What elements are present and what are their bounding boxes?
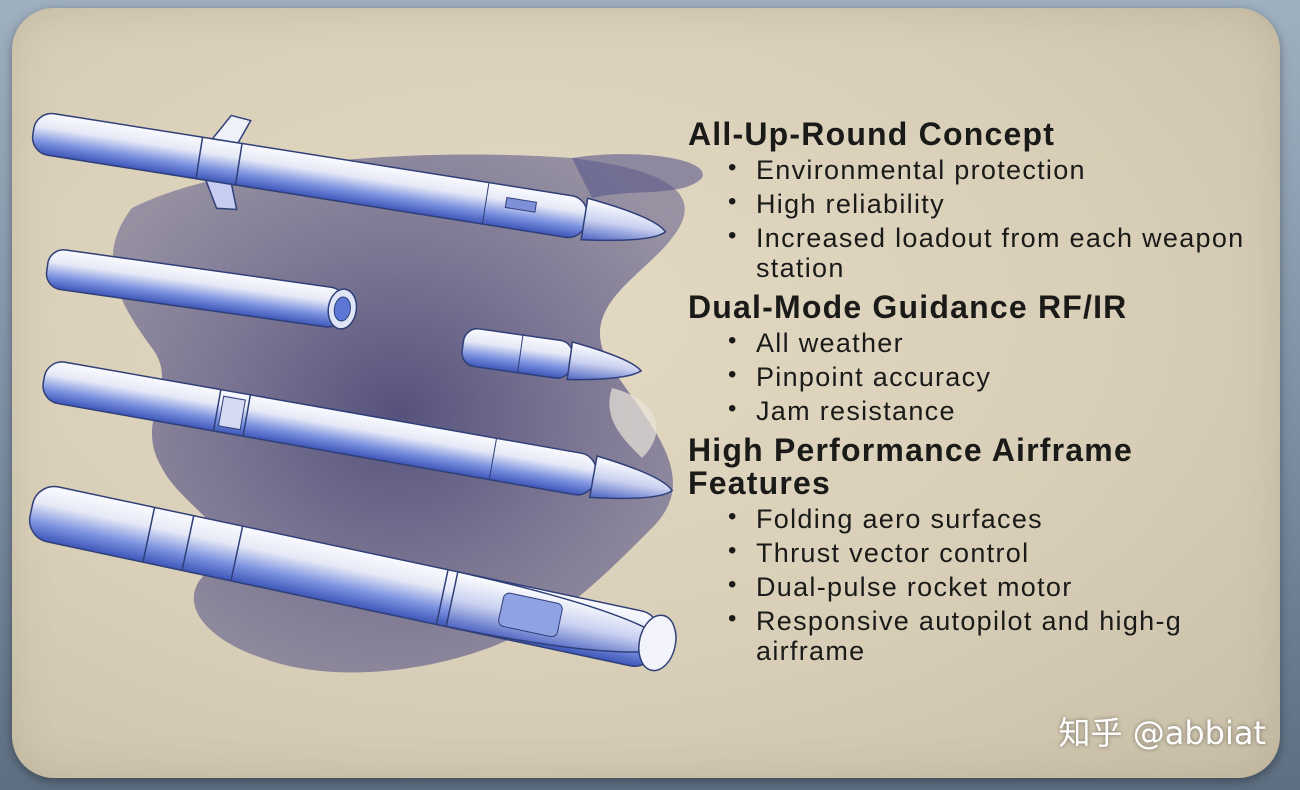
missile-seeker-nose [461, 328, 643, 381]
bullet-icon: • [728, 395, 738, 422]
watermark: 知乎 @abbiat [1058, 714, 1266, 752]
bullet-list: •All weather •Pinpoint accuracy •Jam res… [728, 326, 1268, 428]
list-item: •Folding aero surfaces [728, 503, 1043, 534]
placard-card: All-Up-Round Concept •Environmental prot… [12, 8, 1280, 778]
section-all-up-round: All-Up-Round Concept •Environmental prot… [688, 118, 1268, 285]
section-airframe-features: High Performance Airframe Features •Fold… [688, 434, 1268, 668]
feature-list: All-Up-Round Concept •Environmental prot… [688, 118, 1268, 674]
bullet-icon: • [728, 361, 738, 388]
missile-illustration [28, 112, 703, 673]
missile-complete [31, 112, 667, 242]
bullet-icon: • [728, 327, 738, 354]
list-item: •Increased loadout from each weapon stat… [728, 222, 1245, 283]
list-item: •Pinpoint accuracy [728, 361, 992, 392]
bullet-icon: • [728, 188, 738, 215]
section-heading: All-Up-Round Concept [688, 116, 1056, 152]
list-item: •High reliability [728, 188, 945, 219]
bullet-list: •Environmental protection •High reliabil… [728, 153, 1268, 285]
list-item: •Jam resistance [728, 395, 956, 426]
bullet-icon: • [728, 503, 738, 530]
list-item: •All weather [728, 327, 904, 358]
missile-canister [28, 485, 677, 672]
bullet-icon: • [728, 154, 738, 181]
list-item: •Dual-pulse rocket motor [728, 571, 1073, 602]
list-item: •Thrust vector control [728, 537, 1030, 568]
list-item: •Environmental protection [728, 154, 1086, 185]
bullet-icon: • [728, 537, 738, 564]
section-heading: High Performance Airframe Features [688, 432, 1133, 501]
missile-airframe [42, 361, 674, 500]
bullet-list: •Folding aero surfaces •Thrust vector co… [728, 502, 1268, 668]
bullet-icon: • [728, 222, 738, 249]
bullet-icon: • [728, 571, 738, 598]
section-heading: Dual-Mode Guidance RF/IR [688, 289, 1128, 325]
list-item: •Responsive autopilot and high-g airfram… [728, 605, 1183, 666]
section-dual-mode-guidance: Dual-Mode Guidance RF/IR •All weather •P… [688, 291, 1268, 428]
bullet-icon: • [728, 605, 738, 632]
missile-motor-section [45, 249, 358, 330]
